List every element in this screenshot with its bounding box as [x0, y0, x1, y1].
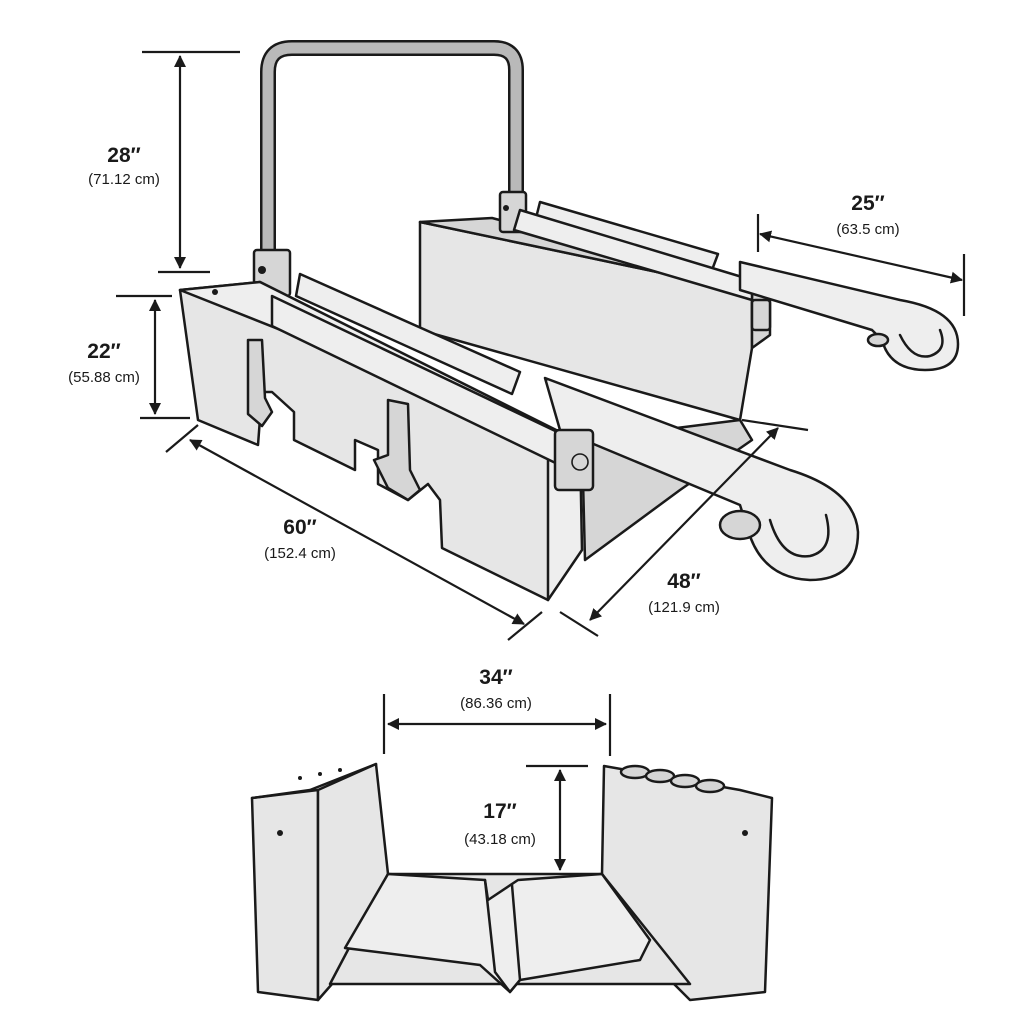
- svg-text:17″: 17″: [483, 800, 516, 823]
- svg-text:48″: 48″: [667, 570, 700, 593]
- dimension-label-overall-length: 60″ (152.4 cm): [264, 516, 336, 562]
- dimension-label-handle-height: 28″ (71.12 cm): [88, 144, 160, 188]
- svg-text:(121.9 cm): (121.9 cm): [648, 599, 720, 616]
- svg-text:(71.12 cm): (71.12 cm): [88, 171, 160, 188]
- dimension-label-inner-depth: 17″ (43.18 cm): [464, 800, 536, 848]
- dimension-lines: [116, 50, 966, 871]
- svg-text:34″: 34″: [479, 666, 512, 689]
- svg-text:(55.88 cm): (55.88 cm): [68, 369, 140, 386]
- svg-text:(152.4 cm): (152.4 cm): [264, 545, 336, 562]
- svg-text:25″: 25″: [851, 192, 884, 215]
- back-armrest: [512, 200, 960, 372]
- svg-text:28″: 28″: [107, 144, 140, 167]
- dimension-label-overall-width: 48″ (121.9 cm): [648, 570, 720, 616]
- grab-handle: [252, 40, 528, 298]
- svg-text:(43.18 cm): (43.18 cm): [464, 831, 536, 848]
- svg-text:(86.36 cm): (86.36 cm): [460, 695, 532, 712]
- dimension-label-seat-height: 22″ (55.88 cm): [68, 340, 140, 386]
- svg-text:(63.5 cm): (63.5 cm): [836, 221, 899, 238]
- svg-text:60″: 60″: [283, 516, 316, 539]
- dimension-label-armrest-length: 25″ (63.5 cm): [836, 192, 899, 238]
- front-view: [250, 762, 774, 1002]
- svg-text:22″: 22″: [87, 340, 120, 363]
- dimension-label-inner-width: 34″ (86.36 cm): [460, 666, 532, 712]
